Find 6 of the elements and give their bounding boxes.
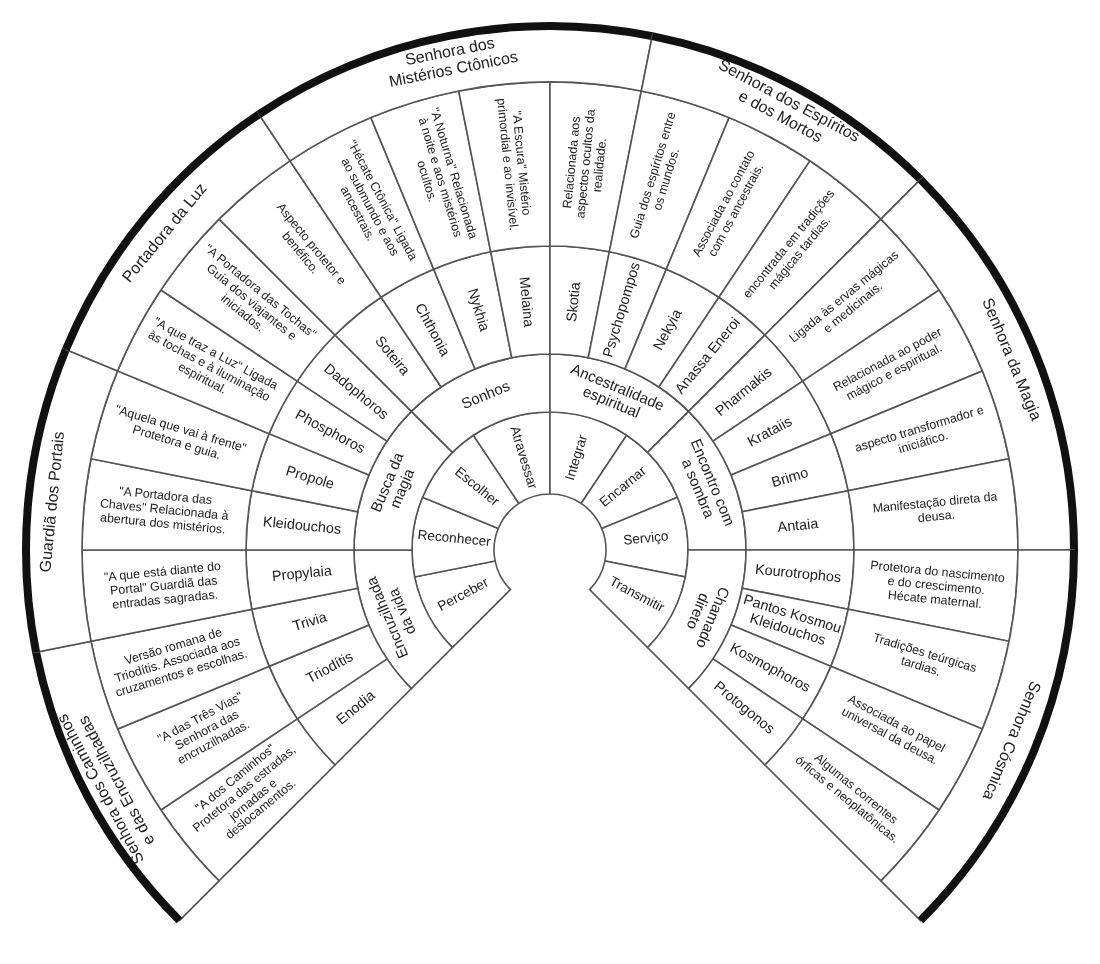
group-title: Senhora dos Mistérios Ctônicos: [386, 31, 523, 93]
group-title: Guardiã dos Portais: [34, 427, 71, 577]
ring-segment: [488, 244, 552, 360]
ring-segment: [296, 656, 414, 768]
ring-segment: [588, 558, 688, 650]
ring-segment: [740, 488, 856, 552]
